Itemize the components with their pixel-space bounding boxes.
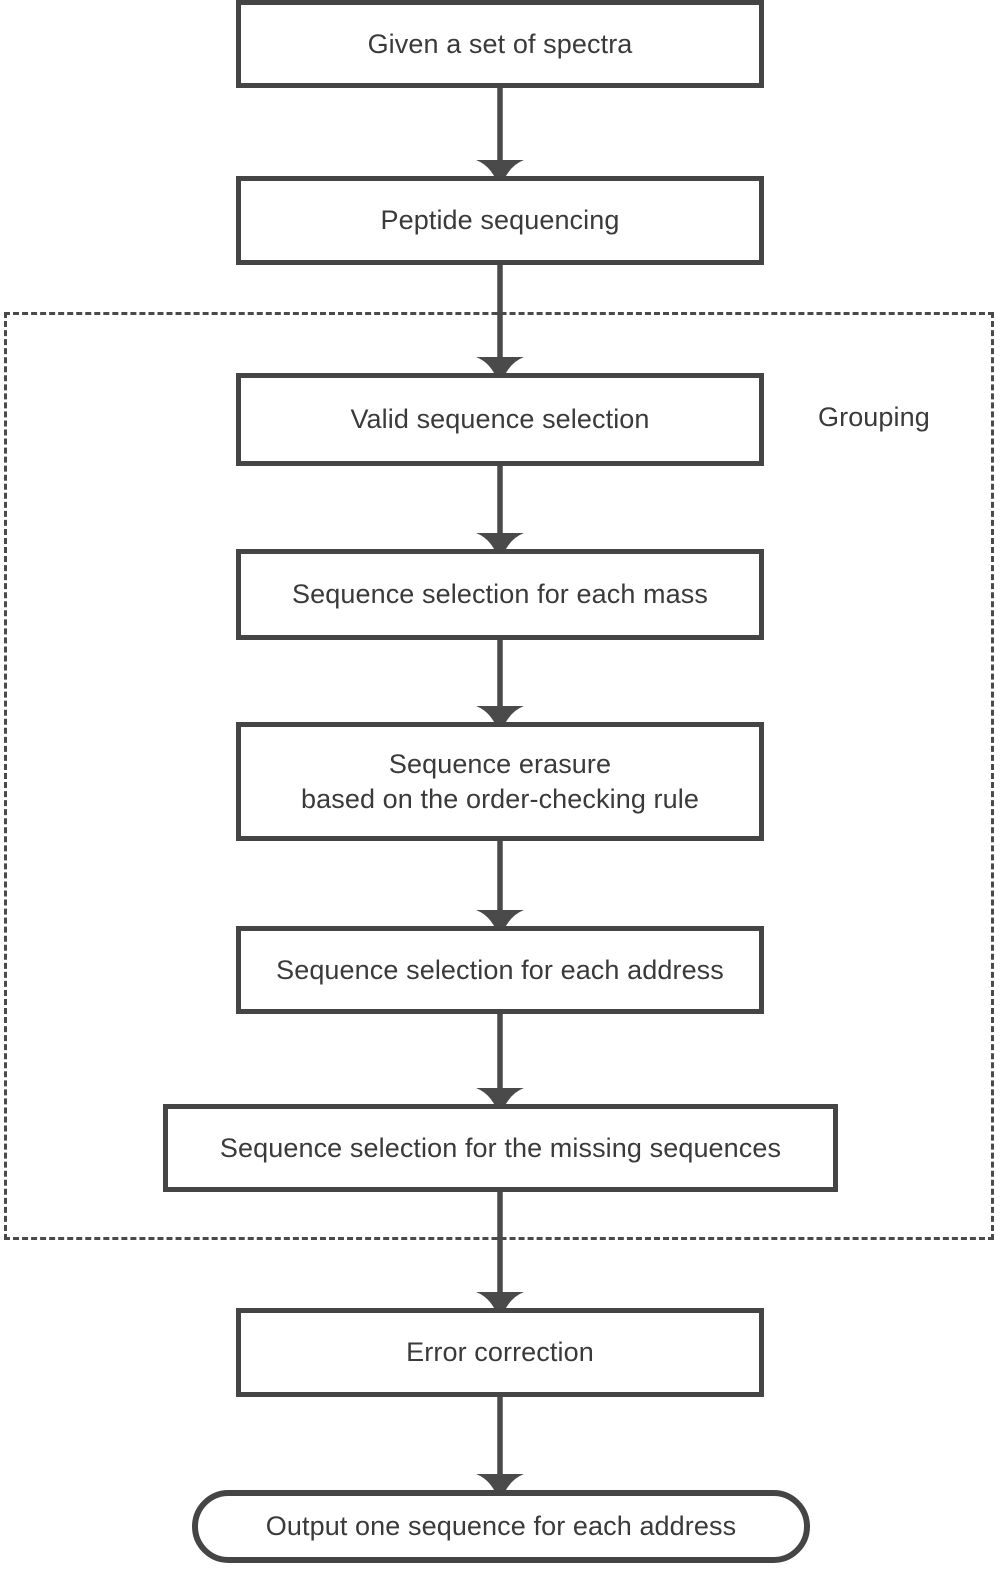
node-label: Given a set of spectra	[367, 28, 633, 59]
node-peptide-sequencing[interactable]: Peptide sequencing	[236, 176, 764, 265]
node-label: Output one sequence for each address	[265, 1511, 737, 1542]
node-label: Error correction	[406, 1337, 594, 1368]
node-label: Peptide sequencing	[380, 205, 620, 236]
grouping-label: Grouping	[818, 402, 930, 432]
node-label-line-2: based on the order-checking rule	[301, 783, 699, 814]
node-sequence-selection-for-each-address[interactable]: Sequence selection for each address	[236, 926, 764, 1014]
node-label: Sequence selection for the missing seque…	[219, 1132, 782, 1163]
node-sequence-selection-for-missing-sequences[interactable]: Sequence selection for the missing seque…	[163, 1104, 838, 1192]
node-given-a-set-of-spectra[interactable]: Given a set of spectra	[236, 0, 764, 88]
node-label: Sequence selection for each address	[276, 954, 724, 985]
node-sequence-erasure-order-checking-rule[interactable]: Sequence erasure based on the order-chec…	[236, 722, 764, 841]
node-valid-sequence-selection[interactable]: Valid sequence selection	[236, 373, 764, 466]
node-label: Sequence selection for each mass	[292, 579, 708, 610]
node-sequence-selection-for-each-mass[interactable]: Sequence selection for each mass	[236, 549, 764, 640]
node-label: Sequence erasure based on the order-chec…	[293, 747, 707, 816]
node-output-one-sequence-for-each-address[interactable]: Output one sequence for each address	[192, 1490, 810, 1563]
node-error-correction[interactable]: Error correction	[236, 1308, 764, 1397]
node-label-line-1: Sequence erasure	[388, 748, 612, 779]
node-label: Valid sequence selection	[350, 404, 650, 435]
